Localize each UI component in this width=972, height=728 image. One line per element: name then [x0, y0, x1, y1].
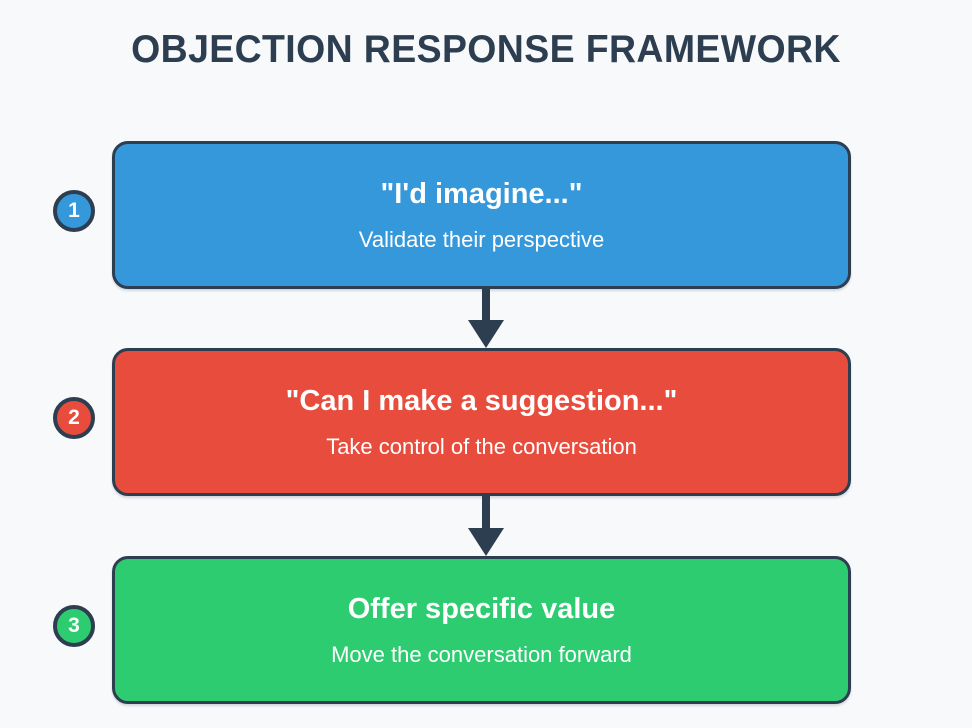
step-card-title-1: "I'd imagine..."	[380, 177, 583, 210]
step-card-subtitle-3: Move the conversation forward	[331, 642, 632, 668]
page-title: OBJECTION RESPONSE FRAMEWORK	[131, 28, 841, 71]
step-number-badge-1: 1	[53, 190, 95, 232]
step-card-title-3: Offer specific value	[347, 592, 616, 625]
step-card-3[interactable]: Offer specific value Move the conversati…	[112, 556, 851, 704]
step-number-badge-2: 2	[53, 397, 95, 439]
step-card-subtitle-1: Validate their perspective	[358, 227, 605, 253]
arrow-down-icon-1	[464, 288, 508, 348]
step-number-label-3: 3	[68, 614, 80, 637]
step-number-label-2: 2	[68, 406, 80, 429]
arrow-down-icon-2	[464, 496, 508, 556]
step-number-badge-3: 3	[53, 605, 95, 647]
step-card-2[interactable]: "Can I make a suggestion..." Take contro…	[112, 348, 851, 496]
step-card-title-2: "Can I make a suggestion..."	[285, 384, 678, 417]
step-card-subtitle-2: Take control of the conversation	[326, 434, 637, 460]
step-number-label-1: 1	[68, 199, 80, 222]
flow-step-1: 1 "I'd imagine..." Validate their perspe…	[0, 141, 972, 289]
step-card-1[interactable]: "I'd imagine..." Validate their perspect…	[112, 141, 851, 289]
flow-step-2: 2 "Can I make a suggestion..." Take cont…	[0, 348, 972, 496]
flow-step-3: 3 Offer specific value Move the conversa…	[0, 556, 972, 704]
